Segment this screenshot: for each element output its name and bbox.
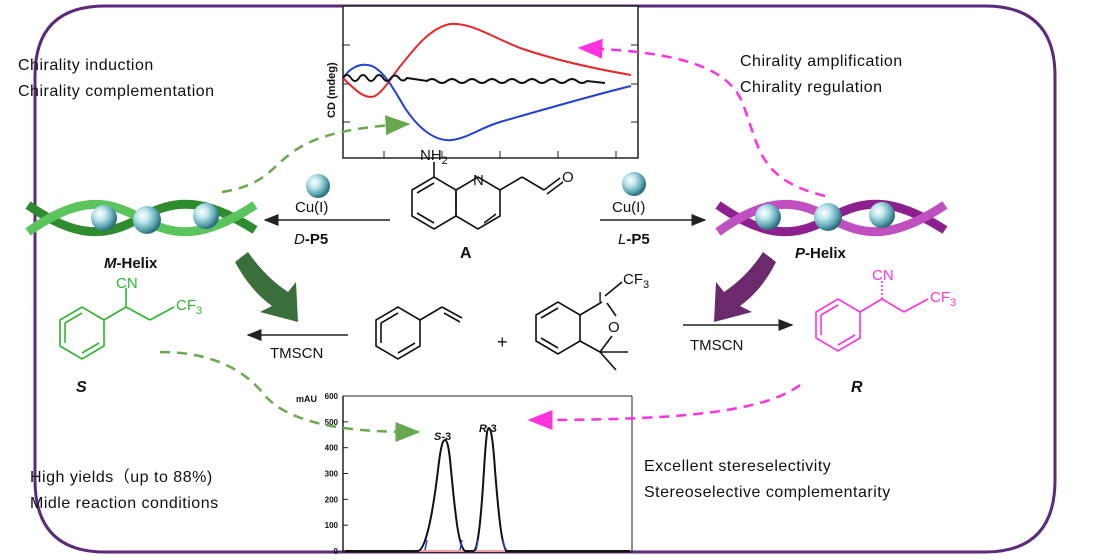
note-line: High yields（up to 88%) <box>30 469 213 486</box>
compound-a-amine: NH2 <box>420 147 448 167</box>
note-top-left: Chirality induction Chirality complement… <box>18 53 215 105</box>
reagent-right: TMSCN <box>690 337 743 354</box>
cu-label-right: Cu(I) <box>612 199 645 216</box>
frame-border <box>33 4 1057 554</box>
hplc-tick-label: 100 <box>325 521 339 530</box>
styrene-structure <box>375 306 463 360</box>
product-s-structure <box>59 288 175 360</box>
m-helix-label: M-Helix <box>104 255 158 272</box>
hplc-tick-label: 0 <box>334 547 339 556</box>
cu-ball <box>193 203 219 229</box>
product-r-cf3: CF3 <box>930 289 956 309</box>
hplc-tick-label: 400 <box>325 444 339 453</box>
m-helix <box>25 199 258 237</box>
green-reaction-arrow <box>235 252 298 322</box>
togni-cf3: CF3 <box>623 271 649 291</box>
togni-o: O <box>608 319 620 336</box>
purple-reaction-arrow <box>714 252 776 322</box>
reagent-left: TMSCN <box>270 345 323 362</box>
hplc-tick-label: 500 <box>325 418 339 427</box>
cu-ball <box>133 206 161 234</box>
magenta-dashed-arrow-top <box>577 38 826 198</box>
hplc-chart: mAU 600 500 400 300 200 100 0 S-3 R-3 <box>296 392 633 556</box>
compound-a-o: O <box>562 169 574 186</box>
togni-i: I <box>598 289 602 306</box>
compound-a-n: N <box>473 172 484 189</box>
product-r-structure <box>815 280 929 352</box>
note-line: Chirality induction <box>18 57 154 74</box>
magenta-dashed-arrow-bottom <box>527 383 801 430</box>
cd-ticks <box>343 44 638 158</box>
cu-ball <box>755 204 781 230</box>
hplc-tick-label: 200 <box>325 495 339 504</box>
note-bottom-right: Excellent stereselectivity Stereoselecti… <box>644 454 891 506</box>
cu-label-left: Cu(I) <box>295 199 328 216</box>
note-line: Midle reaction conditions <box>30 495 219 512</box>
hplc-y-ticks: 600 500 400 300 200 100 0 <box>325 392 348 556</box>
product-s-cf3: CF3 <box>176 297 202 317</box>
note-bottom-left: High yields（up to 88%) Midle reaction co… <box>30 465 219 517</box>
compound-a-structure <box>411 162 564 230</box>
note-line: Excellent stereselectivity <box>644 458 832 475</box>
note-top-right: Chirality amplification Chirality regula… <box>740 49 903 101</box>
hplc-tick-label: 300 <box>325 470 339 479</box>
compound-a-label: A <box>460 245 472 262</box>
p-helix <box>715 199 948 237</box>
note-line: Chirality complementation <box>18 83 215 100</box>
cd-black-curve <box>342 74 606 84</box>
green-dashed-arrow-bottom <box>159 350 421 442</box>
cd-y-label: CD (mdeg) <box>326 62 338 118</box>
p-helix-label: P-Helix <box>795 245 847 262</box>
ligand-label-left: D-P5 <box>294 231 328 248</box>
note-line: Stereoselective complementarity <box>644 484 891 501</box>
cu-ball <box>869 202 895 228</box>
product-r-cn: CN <box>872 267 894 284</box>
product-s-label: S <box>76 379 87 396</box>
note-line: Chirality regulation <box>740 79 883 96</box>
product-r-label: R <box>851 379 863 396</box>
hplc-y-unit: mAU <box>296 394 317 404</box>
hplc-markers <box>424 539 506 551</box>
cu-catalyst-ball-right <box>622 172 646 196</box>
cu-ball <box>814 203 842 231</box>
product-s-cn: CN <box>116 275 138 292</box>
peak-r-label: R-3 <box>479 423 497 435</box>
ligand-label-right: L-P5 <box>618 231 650 248</box>
cu-ball <box>91 205 117 231</box>
hplc-peak-r <box>473 426 630 552</box>
green-dashed-arrow-top <box>221 115 411 194</box>
hplc-tick-label: 600 <box>325 392 339 401</box>
cd-red-curve <box>342 22 632 98</box>
hplc-peak-s <box>345 438 474 552</box>
cu-catalyst-ball-left <box>306 174 330 198</box>
cd-blue-curve <box>342 63 632 142</box>
cd-chart: CD (mdeg) <box>326 5 639 159</box>
peak-s-label: S-3 <box>434 431 451 443</box>
togni-reagent-structure <box>535 281 628 371</box>
plus-sign: + <box>497 332 508 352</box>
note-line: Chirality amplification <box>740 53 903 70</box>
